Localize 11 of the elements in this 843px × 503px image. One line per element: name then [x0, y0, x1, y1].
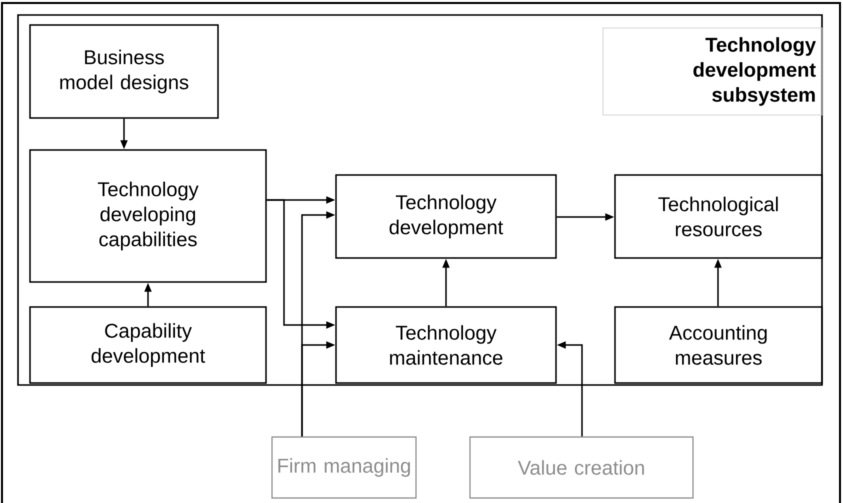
process-box: Technology maintenance — [335, 306, 557, 384]
process-box: Technological resources — [614, 174, 823, 259]
process-box: Technology development — [335, 174, 557, 259]
subsystem-frame — [17, 14, 823, 386]
input-box: Firm managing — [271, 436, 417, 499]
process-box: Technology developing capabilities — [29, 149, 267, 283]
process-box: Capability development — [29, 306, 267, 384]
input-box: Value creation — [469, 436, 694, 499]
process-box: Business model designs — [29, 24, 219, 119]
process-box: Accounting measures — [614, 306, 823, 384]
heading-box: Technology development subsystem — [602, 28, 822, 116]
